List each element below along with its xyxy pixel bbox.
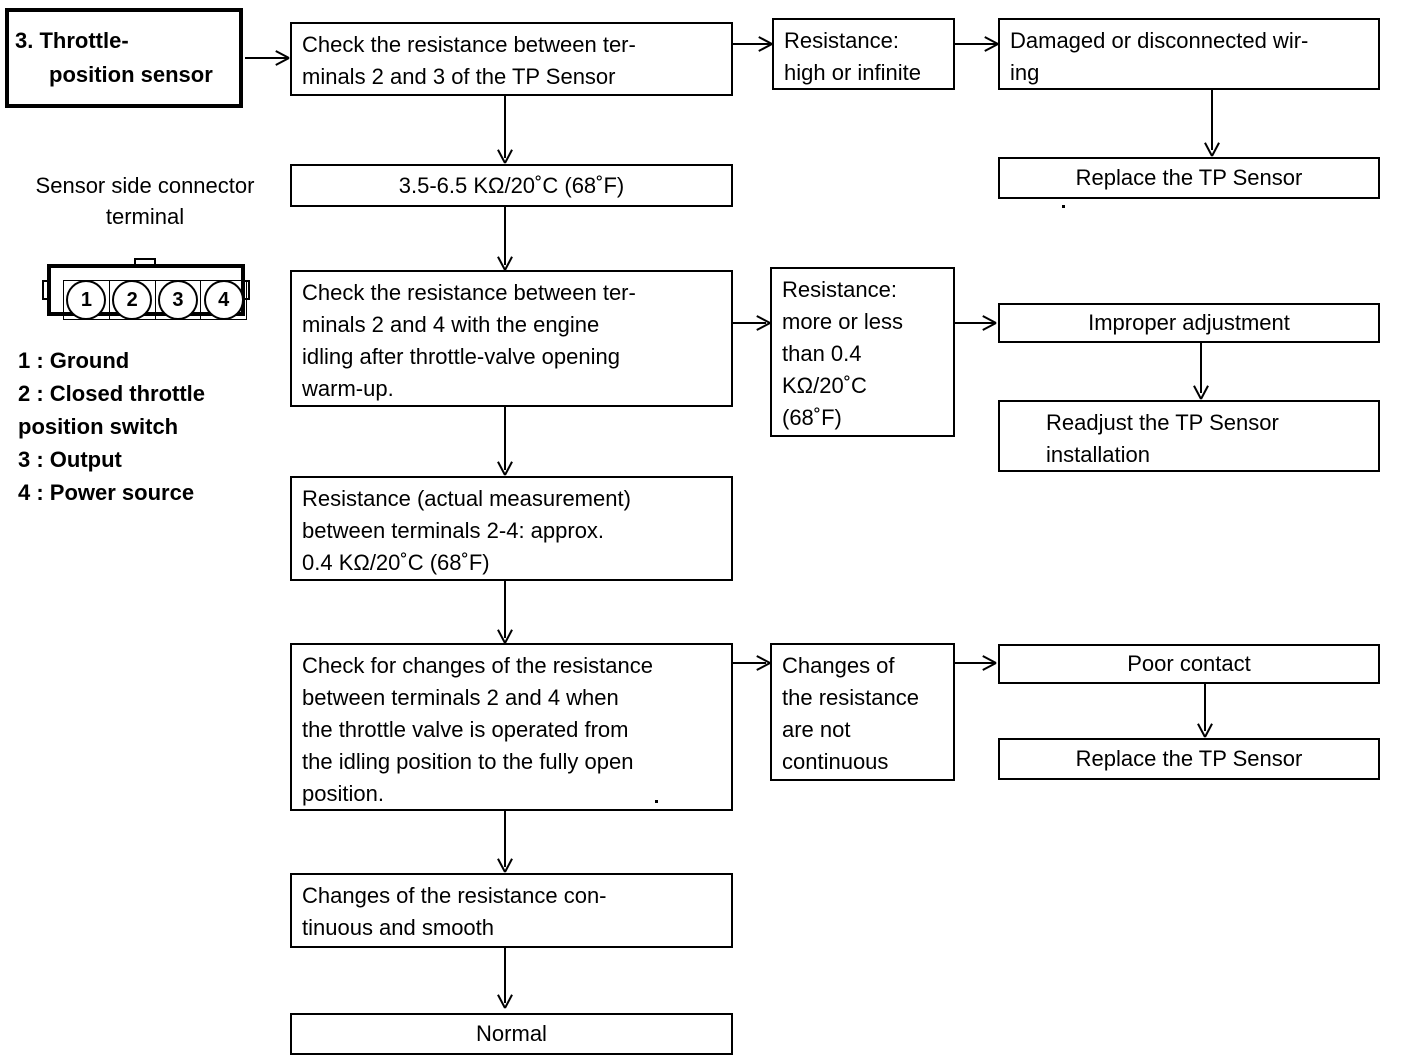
connector-cell: 3 [156, 280, 202, 320]
scan-speck [1062, 205, 1065, 208]
connector-actual-to-changes [504, 581, 506, 638]
box-check-changes: Check for changes of the resistance betw… [290, 643, 733, 811]
box-damaged-wiring-text: Damaged or disconnected wir- ing [1010, 28, 1309, 85]
box-improper-adjustment: Improper adjustment [998, 303, 1380, 343]
box-replace-sensor-2-text: Replace the TP Sensor [1075, 746, 1303, 771]
section-title-line2: position sensor [49, 62, 213, 87]
connector-check23-to-reshigh [733, 43, 770, 45]
box-resistance-high-text: Resistance: high or infinite [784, 28, 921, 85]
terminal-pin-1: 1 [66, 280, 107, 320]
connector-improper-to-readjust [1200, 343, 1202, 393]
box-readjust-sensor: Readjust the TP Sensor installation [998, 400, 1380, 472]
box-spec-2-3-text: 3.5-6.5 KΩ/20˚C (68˚F) [398, 172, 625, 198]
terminal-pin-3: 3 [157, 280, 198, 320]
box-check-resistance-2-4-text: Check the resistance between ter- minals… [302, 280, 636, 401]
box-changes-not-continuous-text: Changes of the resistance are not contin… [782, 653, 919, 774]
connector-resmoreless-to-improper [955, 322, 994, 324]
section-title-line1: 3. Throttle- [15, 28, 129, 53]
connector-title-to-check23 [245, 57, 287, 59]
terminal-pin-2: 2 [112, 280, 153, 320]
box-check-changes-text: Check for changes of the resistance betw… [302, 653, 653, 806]
box-readjust-sensor-text: Readjust the TP Sensor installation [1046, 410, 1279, 467]
box-actual-measurement-text: Resistance (actual measurement) between … [302, 486, 631, 575]
box-replace-sensor-1-text: Replace the TP Sensor [1075, 165, 1303, 190]
box-replace-sensor-1: Replace the TP Sensor [998, 157, 1380, 199]
scan-speck [655, 800, 658, 803]
connector-notcontinuous-to-poorcontact [955, 662, 994, 664]
connector-cell: 4 [201, 280, 246, 320]
box-poor-contact-text: Poor contact [1127, 651, 1251, 676]
legend-heading: Sensor side connector terminal [35, 173, 255, 229]
box-improper-adjustment-text: Improper adjustment [1088, 310, 1290, 335]
box-actual-measurement: Resistance (actual measurement) between … [290, 476, 733, 581]
connector-checkchanges-to-notcontinuous [733, 662, 766, 664]
connector-check24-to-actual [504, 407, 506, 470]
box-check-resistance-2-3: Check the resistance between ter- minals… [290, 22, 733, 96]
connector-housing: 1 2 3 4 [47, 264, 247, 320]
box-normal: Normal [290, 1013, 733, 1055]
box-changes-not-continuous: Changes of the resistance are not contin… [770, 643, 955, 781]
connector-cell: 1 [64, 280, 110, 320]
connector-poorcontact-to-replace2 [1204, 684, 1206, 731]
box-damaged-wiring: Damaged or disconnected wir- ing [998, 18, 1380, 90]
connector-changes-to-continuous [504, 811, 506, 867]
box-changes-continuous-text: Changes of the resistance con- tinuous a… [302, 883, 607, 940]
box-normal-text: Normal [476, 1021, 547, 1046]
box-resistance-more-less-text: Resistance: more or less than 0.4 KΩ/20˚… [782, 277, 904, 430]
box-spec-2-3: 3.5-6.5 KΩ/20˚C (68˚F) [290, 164, 733, 207]
connector-continuous-to-normal [504, 948, 506, 1003]
box-check-resistance-2-3-text: Check the resistance between ter- minals… [302, 32, 636, 89]
terminal-legend-list: 1 : Ground 2 : Closed throttle position … [18, 348, 206, 505]
connector-damaged-to-replace1 [1211, 90, 1213, 150]
box-poor-contact: Poor contact [998, 644, 1380, 684]
box-check-resistance-2-4: Check the resistance between ter- minals… [290, 270, 733, 407]
box-changes-continuous: Changes of the resistance con- tinuous a… [290, 873, 733, 948]
box-resistance-more-less: Resistance: more or less than 0.4 KΩ/20˚… [770, 267, 955, 437]
connector-reshigh-to-damaged [955, 43, 996, 45]
section-title-text: 3. Throttle- position sensor [9, 0, 213, 126]
terminal-pin-4: 4 [203, 280, 244, 320]
box-resistance-high: Resistance: high or infinite [772, 18, 955, 90]
connector-check24-to-resmoreless [733, 322, 766, 324]
connector-cell: 2 [110, 280, 156, 320]
connector-terminal-row: 1 2 3 4 [63, 280, 247, 320]
connector-check23-to-spec [504, 96, 506, 158]
connector-pictogram: 1 2 3 4 [42, 258, 250, 320]
box-replace-sensor-2: Replace the TP Sensor [998, 738, 1380, 780]
section-title-box: 3. Throttle- position sensor [5, 8, 243, 108]
connector-spec-to-check24 [504, 207, 506, 265]
